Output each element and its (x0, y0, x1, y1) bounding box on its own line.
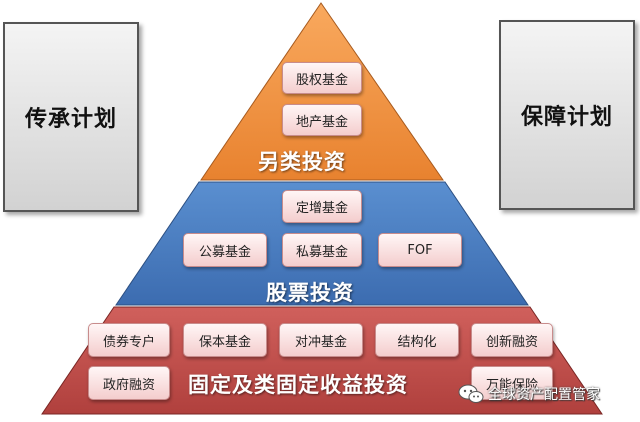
protection-plan-box: 保障计划 (499, 20, 635, 210)
chip-private-fund: 私募基金 (282, 233, 362, 267)
chip-bond-account: 债券专户 (88, 323, 170, 357)
chip-government-financing: 政府融资 (88, 366, 170, 400)
chip-universal-insurance: 万能保险 (471, 366, 553, 400)
tier-alternative-title: 另类投资 (258, 150, 346, 174)
wechat-icon (458, 384, 484, 403)
chip-public-fund: 公募基金 (183, 233, 267, 267)
chip-hedge-fund: 对冲基金 (279, 323, 363, 357)
tier-stock-title: 股票投资 (266, 281, 354, 305)
chip-guaranteed-fund: 保本基金 (183, 323, 267, 357)
chip-structured: 结构化 (375, 323, 459, 357)
protection-plan-label: 保障计划 (520, 105, 613, 130)
chip-innovative-financing: 创新融资 (471, 323, 553, 357)
chip-fof: FOF (378, 233, 462, 267)
watermark-text: 全球资产配置管家 (488, 387, 600, 403)
legacy-plan-label: 传承计划 (24, 107, 117, 132)
legacy-plan-box: 传承计划 (3, 22, 139, 212)
chip-private-placement-fund: 定增基金 (282, 190, 362, 223)
chip-equity-fund: 股权基金 (282, 62, 362, 94)
watermark: 全球资产配置管家 (458, 384, 600, 404)
chip-real-estate-fund: 地产基金 (282, 104, 362, 136)
tier-fixed-title: 固定及类固定收益投资 (188, 373, 408, 397)
